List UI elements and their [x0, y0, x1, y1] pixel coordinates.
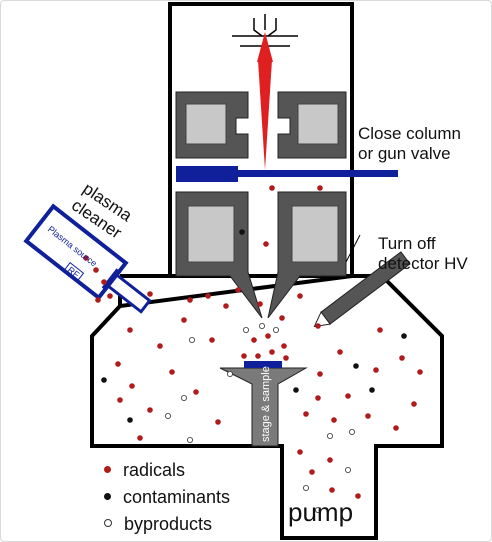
- radical-particle: [315, 395, 321, 401]
- vacuum-chamber: [90, 274, 444, 540]
- byproduct-particle: [188, 336, 195, 343]
- radical-particle: [117, 397, 123, 403]
- radical-particle: [327, 457, 333, 463]
- contaminant-particle: [239, 229, 245, 235]
- radical-particle: [129, 383, 135, 389]
- radical-particle: [181, 317, 187, 323]
- radical-particle: [269, 349, 275, 355]
- valve-label: Close column or gun valve: [358, 124, 461, 163]
- objective-lens: [175, 191, 347, 319]
- plasma-cleaner-unit: [23, 203, 152, 314]
- detector-label-line2: detector HV: [378, 253, 468, 273]
- radical-particle: [317, 185, 323, 191]
- contaminant-particle: [353, 363, 359, 369]
- radical-particle: [205, 293, 211, 299]
- byproduct-particle: [180, 394, 187, 401]
- radical-particle: [297, 293, 303, 299]
- particles: [83, 185, 423, 513]
- detector-label: Turn off detector HV: [378, 234, 468, 273]
- radical-particle: [147, 407, 153, 413]
- radical-particle: [101, 279, 107, 285]
- byproduct-particle: [302, 484, 309, 491]
- byproduct-dot-icon: [104, 519, 112, 528]
- radical-particle: [303, 411, 309, 417]
- legend-radicals: radicals: [104, 460, 185, 481]
- radical-particle: [281, 343, 287, 349]
- radical-particle: [309, 469, 315, 475]
- radical-particle: [107, 293, 113, 299]
- radical-particle: [317, 371, 323, 377]
- radical-particle: [265, 333, 271, 339]
- contaminant-particle: [127, 417, 133, 423]
- radical-particle: [257, 301, 263, 307]
- radical-particle: [223, 303, 229, 309]
- radical-particle: [115, 361, 121, 367]
- radical-particle: [315, 323, 321, 329]
- radical-particle: [263, 241, 269, 247]
- radical-particle: [417, 369, 423, 375]
- radical-particle: [411, 401, 417, 407]
- radical-particle: [373, 367, 379, 373]
- radical-particle: [283, 355, 289, 361]
- detector: [313, 251, 411, 328]
- radical-particle: [345, 393, 351, 399]
- radical-particle: [279, 315, 285, 321]
- radical-particle: [329, 487, 335, 493]
- radical-particle: [193, 389, 199, 395]
- electron-beam: [258, 60, 272, 170]
- legend-contaminants: contaminants: [104, 487, 230, 508]
- radical-particle: [399, 355, 405, 361]
- radical-particle: [187, 297, 193, 303]
- byproduct-particle: [164, 412, 171, 419]
- radical-particle: [147, 291, 153, 297]
- contaminant-particle: [101, 377, 107, 383]
- condenser-lens: [175, 91, 347, 159]
- radical-particle: [83, 255, 89, 261]
- radical-particle: [365, 413, 371, 419]
- detector-label-line1: Turn off: [378, 234, 436, 253]
- radical-particle: [393, 425, 399, 431]
- contaminant-dot-icon: [104, 492, 111, 500]
- radical-particle: [355, 493, 361, 499]
- contaminant-particle: [293, 387, 299, 393]
- radical-dot-icon: [104, 465, 111, 473]
- radical-particle: [169, 369, 175, 375]
- radical-particle: [251, 337, 257, 343]
- radical-particle: [241, 353, 247, 359]
- valve-label-line2: or gun valve: [358, 143, 451, 163]
- radical-particle: [331, 417, 337, 423]
- radical-particle: [337, 349, 343, 355]
- radical-particle: [209, 337, 215, 343]
- sample-stage: [219, 361, 308, 447]
- byproduct-particle: [326, 432, 333, 439]
- radical-particle: [215, 419, 221, 425]
- stage-label: stage & sample: [260, 366, 272, 442]
- radical-particle: [95, 297, 101, 303]
- pump-label: pump: [288, 497, 354, 527]
- byproduct-particle: [186, 436, 193, 443]
- radical-particle: [137, 435, 143, 441]
- radical-particle: [235, 287, 241, 293]
- valve-label-line1: Close column: [358, 124, 461, 143]
- radical-particle: [255, 353, 261, 359]
- radical-particle: [297, 449, 303, 455]
- byproduct-particle: [344, 466, 351, 473]
- radical-particle: [127, 327, 133, 333]
- radical-particle: [269, 185, 275, 191]
- contaminant-particle: [401, 333, 407, 339]
- radical-particle: [93, 267, 99, 273]
- byproduct-particle: [314, 506, 321, 513]
- radical-particle: [377, 327, 383, 333]
- contaminant-particle: [369, 387, 375, 393]
- column-valve: [176, 166, 398, 182]
- byproduct-particle: [226, 370, 233, 377]
- byproduct-particle: [272, 326, 279, 333]
- byproduct-particle: [242, 326, 249, 333]
- radical-particle: [157, 343, 163, 349]
- byproduct-particle: [348, 428, 355, 435]
- legend-byproducts: byproducts: [104, 514, 212, 535]
- byproduct-particle: [258, 322, 265, 329]
